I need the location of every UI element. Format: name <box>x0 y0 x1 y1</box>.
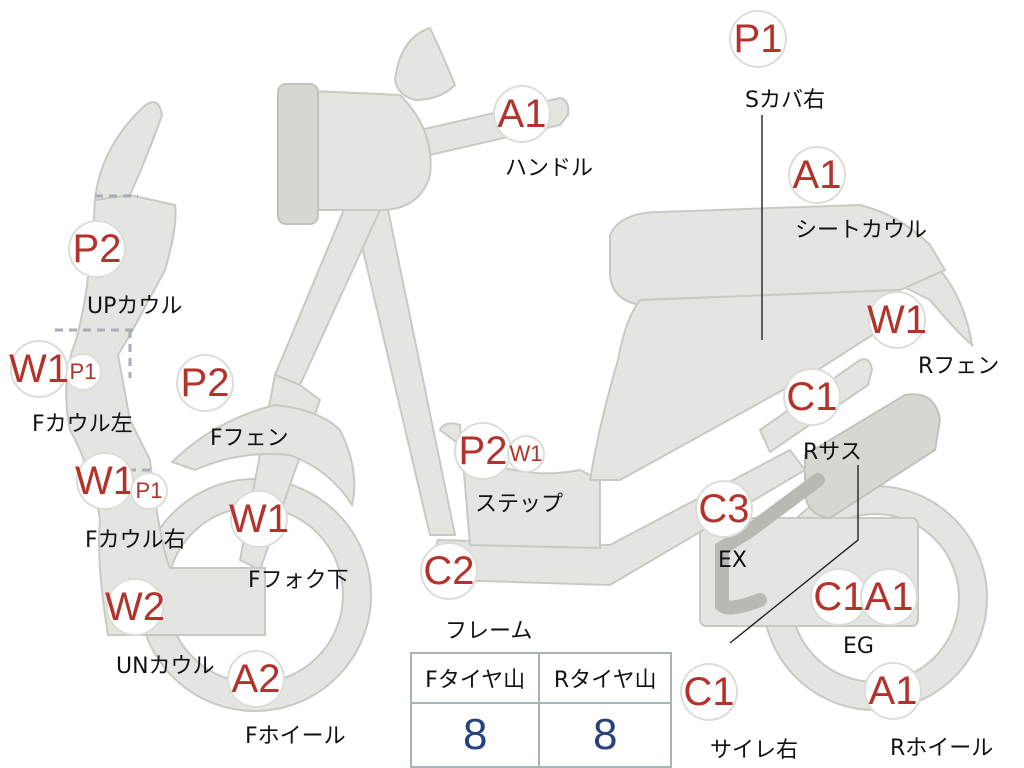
frame-shape <box>348 194 457 536</box>
cowl-split-lines <box>55 194 150 472</box>
badge-handlebar: A1 <box>495 87 549 141</box>
badge-front-cowl-left: W1 <box>9 342 69 396</box>
badge-exhaust: C3 <box>697 482 751 536</box>
badge-engine-a1: A1 <box>862 570 916 624</box>
badge-under-cowl: W2 <box>105 580 165 634</box>
badge-front-cowl-right-secondary: P1 <box>132 474 166 508</box>
tire-table-value-row: 8 8 <box>409 702 672 768</box>
rear-suspension-shape <box>804 393 942 520</box>
leader-lines <box>729 115 859 644</box>
label-front-fender: Fフェン <box>210 426 289 451</box>
label-frame: フレーム <box>445 619 533 644</box>
front-tire-value: 8 <box>409 702 541 768</box>
label-under-cowl: UNカウル <box>116 654 215 679</box>
badge-front-cowl-left-secondary: P1 <box>66 355 100 389</box>
badge-rear-fender: W1 <box>867 293 927 347</box>
label-seat-cowl: シートカウル <box>795 218 928 243</box>
seat-cowl-shape <box>609 203 947 307</box>
side-cover-shape <box>588 288 902 481</box>
badge-side-cover-right: P1 <box>731 12 785 66</box>
rear-tire-header: Rタイヤ山 <box>538 652 672 704</box>
exhaust-shape <box>715 473 825 615</box>
label-handlebar: ハンドル <box>505 156 594 181</box>
label-front-fork-lower: Fフォク下 <box>248 568 349 593</box>
label-rear-suspension: Rサス <box>803 440 862 465</box>
badge-seat-cowl: A1 <box>790 148 844 202</box>
tire-table-header-row: Fタイヤ山 Rタイヤ山 <box>409 652 672 704</box>
rear-tire-value: 8 <box>538 702 672 768</box>
front-fender-shape <box>170 403 356 508</box>
badge-front-wheel: A2 <box>229 652 283 706</box>
badge-front-cowl-right: W1 <box>75 454 135 508</box>
badge-engine-c1: C1 <box>812 570 866 624</box>
badge-silencer-right: C1 <box>682 665 736 719</box>
badge-front-fender: P2 <box>178 356 232 410</box>
label-rear-fender: Rフェン <box>918 354 1000 379</box>
label-up-cowl: UPカウル <box>87 294 183 319</box>
badge-rear-wheel: A1 <box>866 664 920 718</box>
label-exhaust: EX <box>718 548 747 573</box>
label-engine: EG <box>843 634 874 659</box>
mirror-shape <box>393 26 457 102</box>
label-front-cowl-left: Fカウル左 <box>32 412 133 437</box>
label-side-cover-right: Sカバ右 <box>745 88 825 113</box>
badge-up-cowl: P2 <box>70 222 124 276</box>
front-tire-header: Fタイヤ山 <box>409 652 541 704</box>
label-rear-wheel: Rホイール <box>890 736 994 761</box>
label-front-wheel: Fホイール <box>245 724 346 749</box>
badge-step: P2 <box>456 424 510 478</box>
badge-frame: C2 <box>422 544 476 598</box>
badge-front-fork-lower: W1 <box>229 492 289 546</box>
label-silencer-right: サイレ右 <box>710 738 799 763</box>
label-step: ステップ <box>475 492 564 517</box>
tire-tread-table: Fタイヤ山 Rタイヤ山 8 8 <box>409 652 672 768</box>
label-front-cowl-right: Fカウル右 <box>85 528 186 553</box>
badge-rear-suspension: C1 <box>785 370 839 424</box>
badge-step-secondary: W1 <box>509 437 543 471</box>
